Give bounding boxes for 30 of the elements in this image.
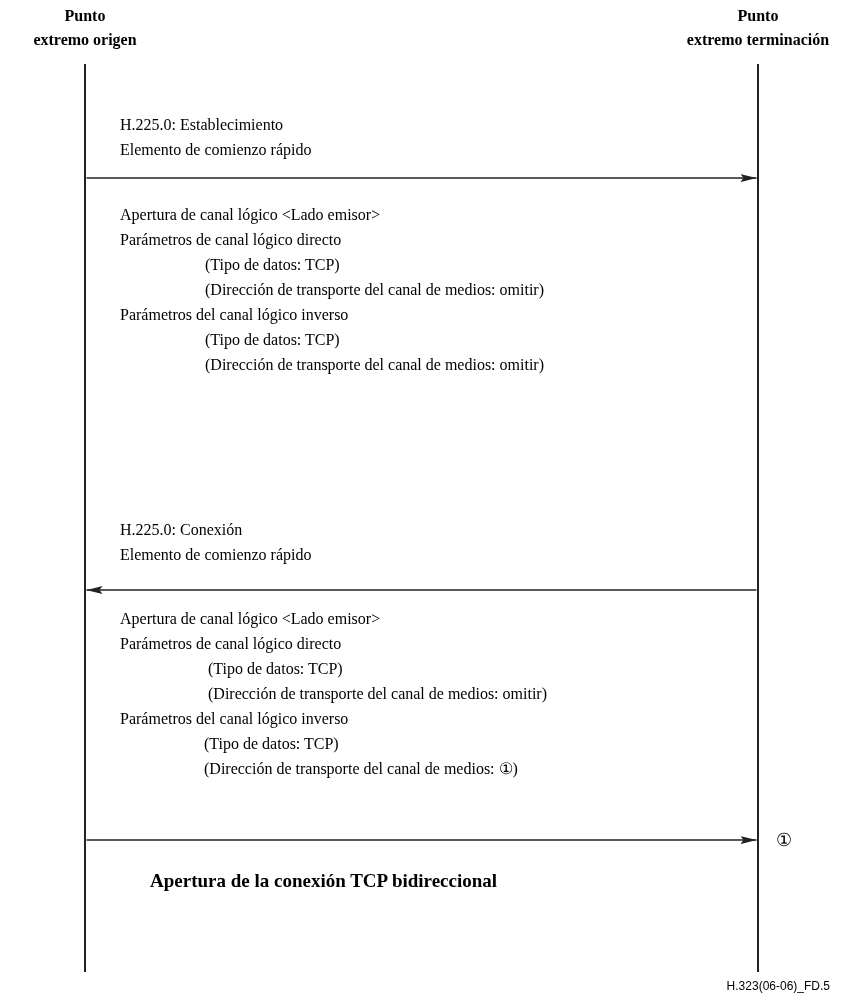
lifeline bbox=[84, 64, 86, 972]
lifeline bbox=[757, 64, 759, 972]
message-text: Parámetros del canal lógico inverso bbox=[120, 709, 349, 730]
header-text: Punto bbox=[64, 6, 106, 26]
message-text: (Dirección de transporte del canal de medios: omitir) bbox=[205, 355, 544, 376]
message-text: Parámetros de canal lógico directo bbox=[120, 230, 342, 251]
message-text: Apertura de canal lógico <Lado emisor> bbox=[120, 609, 381, 630]
message-text: (Tipo de datos: TCP) bbox=[208, 659, 343, 680]
message-text: Parámetros de canal lógico directo bbox=[120, 634, 342, 655]
message-text: (Dirección de transporte del canal de medios: omitir) bbox=[208, 684, 547, 705]
header-text: extremo origen bbox=[33, 30, 137, 51]
arrow bbox=[85, 836, 758, 844]
message-text: Elemento de comienzo rápido bbox=[120, 545, 312, 566]
message-text: H.225.0: Establecimiento bbox=[120, 115, 284, 135]
caption-text: Apertura de la conexión TCP bidireccional bbox=[150, 869, 498, 893]
figure-id: H.323(06-06)_FD.5 bbox=[725, 978, 830, 994]
message-text: Parámetros del canal lógico inverso bbox=[120, 305, 349, 326]
arrow bbox=[85, 174, 758, 182]
message-text: (Tipo de datos: TCP) bbox=[205, 330, 340, 351]
message-text: (Dirección de transporte del canal de medios: ①) bbox=[204, 759, 518, 780]
header-text: Punto bbox=[737, 6, 779, 26]
header-text: extremo terminación bbox=[686, 30, 830, 50]
callout-number: ① bbox=[776, 829, 792, 851]
message-text: (Tipo de datos: TCP) bbox=[204, 734, 339, 755]
message-text: (Dirección de transporte del canal de medios: omitir) bbox=[205, 280, 544, 301]
message-text: (Tipo de datos: TCP) bbox=[205, 255, 340, 276]
message-text: H.225.0: Conexión bbox=[120, 520, 243, 540]
message-text: Elemento de comienzo rápido bbox=[120, 140, 312, 161]
message-text: Apertura de canal lógico <Lado emisor> bbox=[120, 205, 381, 226]
arrow bbox=[85, 586, 758, 594]
